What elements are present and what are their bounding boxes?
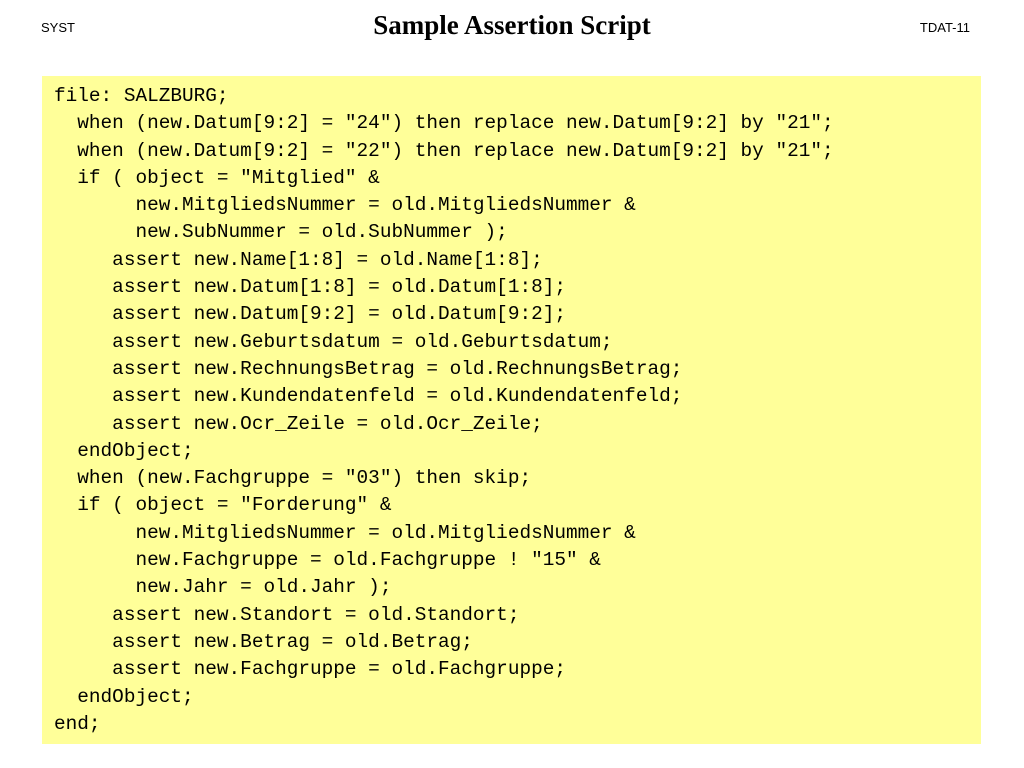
code-line: assert new.Kundendatenfeld = old.Kundend…: [54, 385, 683, 408]
code-line: when (new.Datum[9:2] = "22") then replac…: [54, 139, 834, 162]
code-line: if ( object = "Forderung" &: [54, 494, 392, 517]
code-line: when (new.Fachgruppe = "03") then skip;: [54, 467, 532, 490]
code-line: new.SubNummer = old.SubNummer );: [54, 221, 508, 244]
code-line: file: SALZBURG;: [54, 85, 229, 107]
code-line: new.Jahr = old.Jahr );: [54, 576, 392, 599]
code-line: new.MitgliedsNummer = old.MitgliedsNumme…: [54, 194, 636, 217]
page-title: Sample Assertion Script: [373, 10, 651, 40]
code-line: assert new.Ocr_Zeile = old.Ocr_Zeile;: [54, 412, 543, 435]
code-line: assert new.Standort = old.Standort;: [54, 603, 520, 626]
code-line: assert new.Datum[9:2] = old.Datum[9:2];: [54, 303, 566, 326]
code-line: endObject;: [54, 685, 194, 708]
code-line: assert new.Geburtsdatum = old.Geburtsdat…: [54, 330, 613, 353]
header-right-label: TDAT-11: [919, 20, 970, 35]
code-line: new.Fachgruppe = old.Fachgruppe ! "15" &: [54, 549, 601, 572]
code-line: assert new.Name[1:8] = old.Name[1:8];: [54, 248, 543, 271]
code-line: assert new.Datum[1:8] = old.Datum[1:8];: [54, 276, 566, 299]
code-line: endObject;: [54, 439, 194, 462]
code-line: if ( object = "Mitglied" &: [54, 166, 380, 189]
code-line: end;: [54, 712, 101, 735]
header-left-label: SYST: [41, 20, 75, 35]
code-line: assert new.RechnungsBetrag = old.Rechnun…: [54, 357, 683, 380]
code-line: assert new.Fachgruppe = old.Fachgruppe;: [54, 658, 566, 681]
code-block: file: SALZBURG; when (new.Datum[9:2] = "…: [42, 76, 981, 744]
code-line: assert new.Betrag = old.Betrag;: [54, 630, 473, 653]
code-line: when (new.Datum[9:2] = "24") then replac…: [54, 112, 834, 135]
code-line: new.MitgliedsNummer = old.MitgliedsNumme…: [54, 521, 636, 544]
